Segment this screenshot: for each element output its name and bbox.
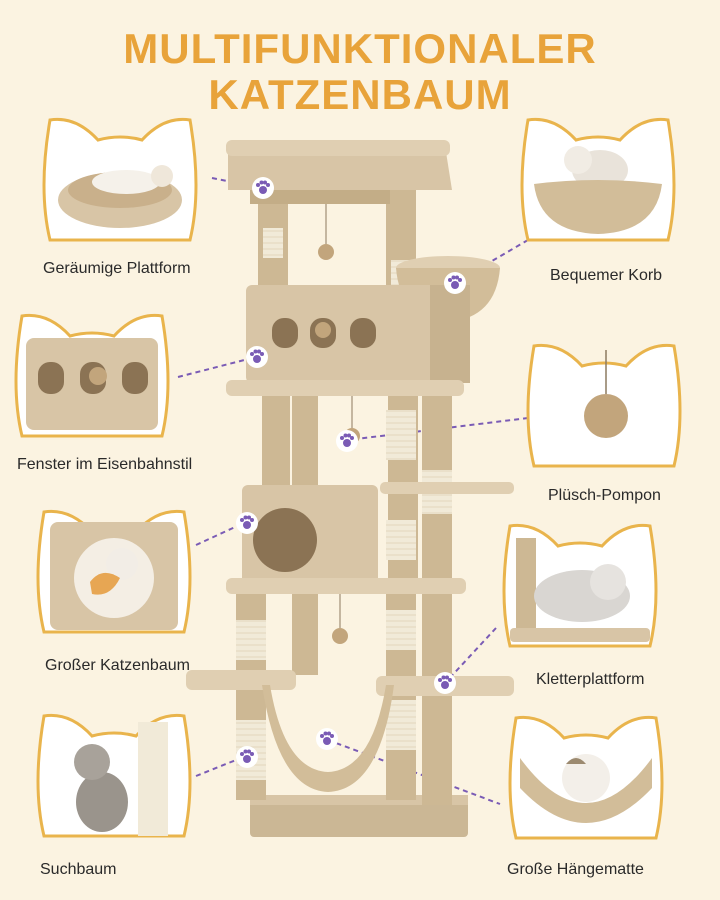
callout-spacious-platform: [36, 110, 204, 250]
paw-icon: [236, 512, 258, 534]
callout-climbing-platform: [496, 516, 664, 656]
callout-scratching-post: [30, 706, 198, 846]
kitten-scratching-post-photo-icon: [36, 713, 192, 838]
paw-icon: [316, 728, 338, 750]
paw-icon: [252, 177, 274, 199]
feature-label-scratching-post: Suchbaum: [40, 861, 117, 878]
train-window-photo-icon: [14, 313, 170, 438]
cat-on-platform-photo-icon: [42, 117, 198, 242]
callout-train-window: [8, 306, 176, 446]
feature-label-plush-pompom: Plüsch-Pompon: [548, 487, 661, 504]
feature-label-comfy-basket: Bequemer Korb: [550, 267, 663, 284]
pompom-ball-photo-icon: [526, 343, 682, 468]
feature-label-large-hammock: Große Hängematte: [507, 861, 644, 878]
page-title-line-2: KATZENBAUM: [208, 71, 512, 118]
callout-large-cat-tree: [30, 502, 198, 642]
feature-label-climbing-platform: Kletterplattform: [536, 671, 645, 688]
feature-label-spacious-platform: Geräumige Plattform: [43, 260, 191, 277]
feature-label-large-cat-tree: Großer Katzenbaum: [45, 657, 190, 674]
cat-in-cube-photo-icon: [36, 509, 192, 634]
paw-icon: [444, 272, 466, 294]
paw-icon: [336, 430, 358, 452]
cat-in-hammock-photo-icon: [508, 715, 664, 840]
feature-label-train-window: Fenster im Eisenbahnstil: [17, 456, 193, 473]
cat-in-basket-photo-icon: [520, 117, 676, 242]
paw-icon: [434, 672, 456, 694]
callout-comfy-basket: [514, 110, 682, 250]
page-title-line-1: MULTIFUNKTIONALER: [123, 25, 597, 72]
paw-icon: [246, 346, 268, 368]
cat-on-climbing-platform-photo-icon: [502, 523, 658, 648]
paw-icon: [236, 746, 258, 768]
callout-large-hammock: [502, 708, 670, 848]
callout-plush-pompom: [520, 336, 688, 476]
